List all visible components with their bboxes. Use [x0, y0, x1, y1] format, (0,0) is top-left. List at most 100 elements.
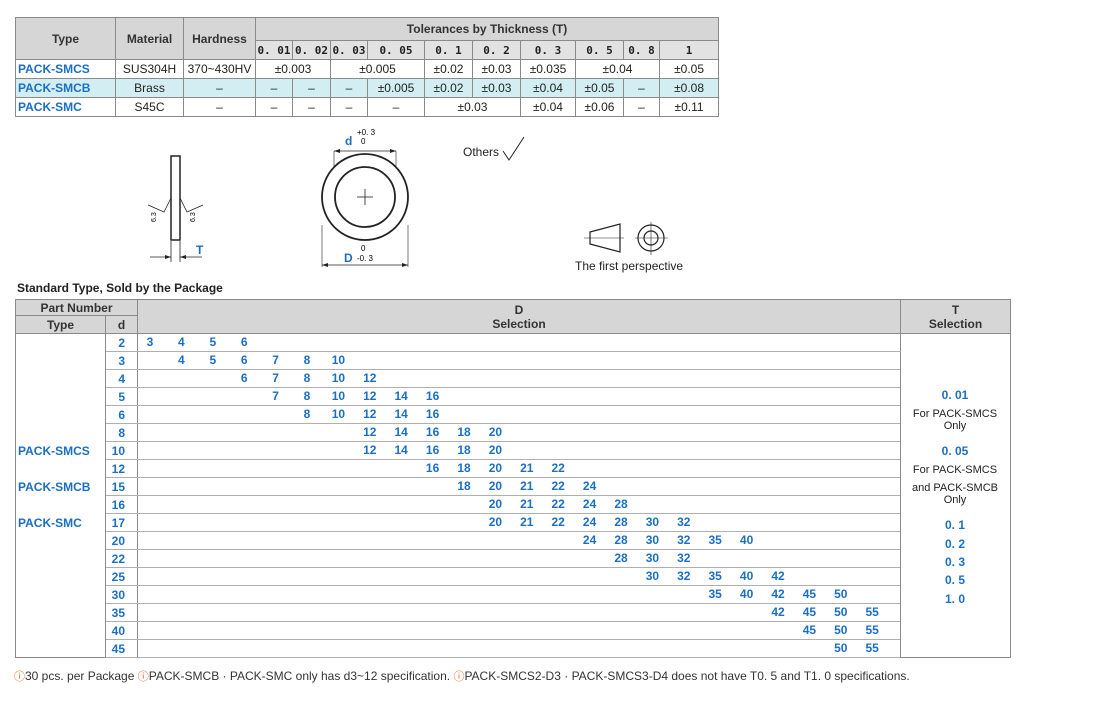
D-value: 6 — [240, 371, 248, 385]
D-value: 16 — [425, 425, 440, 439]
D-value: 28 — [614, 551, 628, 565]
warning-icon: ⓘ — [14, 671, 25, 683]
D-value: 10 — [331, 353, 346, 367]
D-value: 30 — [645, 533, 660, 547]
d-value-cell: 5 — [105, 387, 138, 406]
tol-thickness-header: 0. 3 — [520, 40, 576, 60]
D-value: 20 — [488, 425, 503, 439]
D-value: 32 — [677, 515, 691, 529]
D-value: 45 — [802, 587, 817, 601]
D-value: 50 — [834, 623, 848, 637]
D-value: 21 — [520, 479, 534, 493]
tol-thickness-header: 0. 02 — [292, 40, 331, 60]
D-value: 50 — [834, 587, 848, 601]
warning-icon: ⓘ — [453, 671, 465, 683]
D-value: 20 — [488, 497, 503, 511]
D-value: 14 — [394, 407, 408, 421]
tol-material-cell: S45C — [115, 97, 184, 117]
D-value: 35 — [708, 569, 722, 583]
tol-value-cell: ±0.03 — [472, 78, 521, 98]
D-value: 18 — [457, 443, 471, 457]
tol-header-type: Type — [15, 17, 116, 60]
footnote: ⓘ30 pcs. per Package ⓘPACK-SMCB · PACK-S… — [14, 668, 910, 684]
D-value: 40 — [739, 569, 754, 583]
D-value: 6 — [240, 335, 248, 349]
tol-value-cell: ±0.02 — [424, 78, 473, 98]
D-value: 16 — [425, 389, 440, 403]
T-selection-item: 0. 5 — [944, 573, 965, 587]
D-value: 12 — [363, 371, 377, 385]
inner-tol-upper: +0. 3 — [357, 128, 376, 137]
tol-thickness-header: 0. 8 — [623, 40, 660, 60]
D-value: 10 — [331, 371, 346, 385]
part-number-header: Part Number — [15, 299, 138, 316]
D-value: 3 — [146, 335, 154, 349]
D-value: 22 — [551, 497, 565, 511]
D-value: 14 — [394, 443, 408, 457]
tol-value-cell: – — [255, 78, 293, 98]
D-value: 28 — [614, 515, 628, 529]
d-value-cell: 4 — [105, 369, 138, 388]
T-selection-item: 0. 3 — [944, 555, 965, 569]
D-value: 5 — [209, 353, 217, 367]
T-selection-item: 1. 0 — [944, 592, 965, 606]
tol-header-material: Material — [115, 17, 184, 60]
D-value: 24 — [582, 479, 597, 493]
tol-thickness-header: 1 — [658, 40, 720, 60]
tol-thickness-header: 0. 05 — [367, 40, 425, 60]
tol-thickness-header: 0. 03 — [330, 40, 368, 60]
D-value: 5 — [209, 335, 217, 349]
outer-tol-upper: 0 — [361, 244, 366, 253]
D-value: 4 — [178, 335, 185, 349]
tol-value-cell: ±0.035 — [520, 59, 576, 79]
tolerance-table: Type Material Hardness Tolerances by Thi… — [15, 17, 720, 117]
T-header-label: T — [951, 302, 960, 317]
tol-hardness-cell: – — [183, 78, 256, 98]
tol-value-cell: ±0.02 — [424, 59, 473, 79]
roughness-left: 6.3 — [151, 212, 158, 222]
D-value: 20 — [488, 461, 503, 475]
D-value: 35 — [708, 587, 722, 601]
tol-material-cell: Brass — [115, 78, 184, 98]
type-name: PACK-SMC — [18, 516, 82, 530]
outer-tol-lower: -0. 3 — [357, 254, 374, 263]
D-value: 20 — [488, 443, 503, 457]
inner-tol-lower: 0 — [361, 137, 366, 146]
D-value: 32 — [677, 533, 691, 547]
tol-thickness-header: 0. 5 — [575, 40, 624, 60]
T-header-sub: Selection — [928, 316, 983, 331]
tol-value-cell: – — [623, 78, 660, 98]
d-value-cell: 40 — [105, 621, 138, 640]
front-view-drawing: d +0. 3 0 0 D -0. 3 — [321, 128, 409, 267]
d-value-cell: 35 — [105, 603, 138, 622]
D-value: 12 — [363, 425, 377, 439]
D-value: 45 — [802, 605, 817, 619]
D-value: 10 — [331, 407, 346, 421]
d-value-cell: 16 — [105, 495, 138, 514]
standard-table-title: Standard Type, Sold by the Package — [17, 281, 223, 295]
tol-type-cell: PACK-SMC — [15, 97, 116, 117]
tol-value-cell: – — [292, 78, 331, 98]
d-value-cell: 15 — [105, 477, 138, 496]
d-value-cell: 6 — [105, 405, 138, 424]
